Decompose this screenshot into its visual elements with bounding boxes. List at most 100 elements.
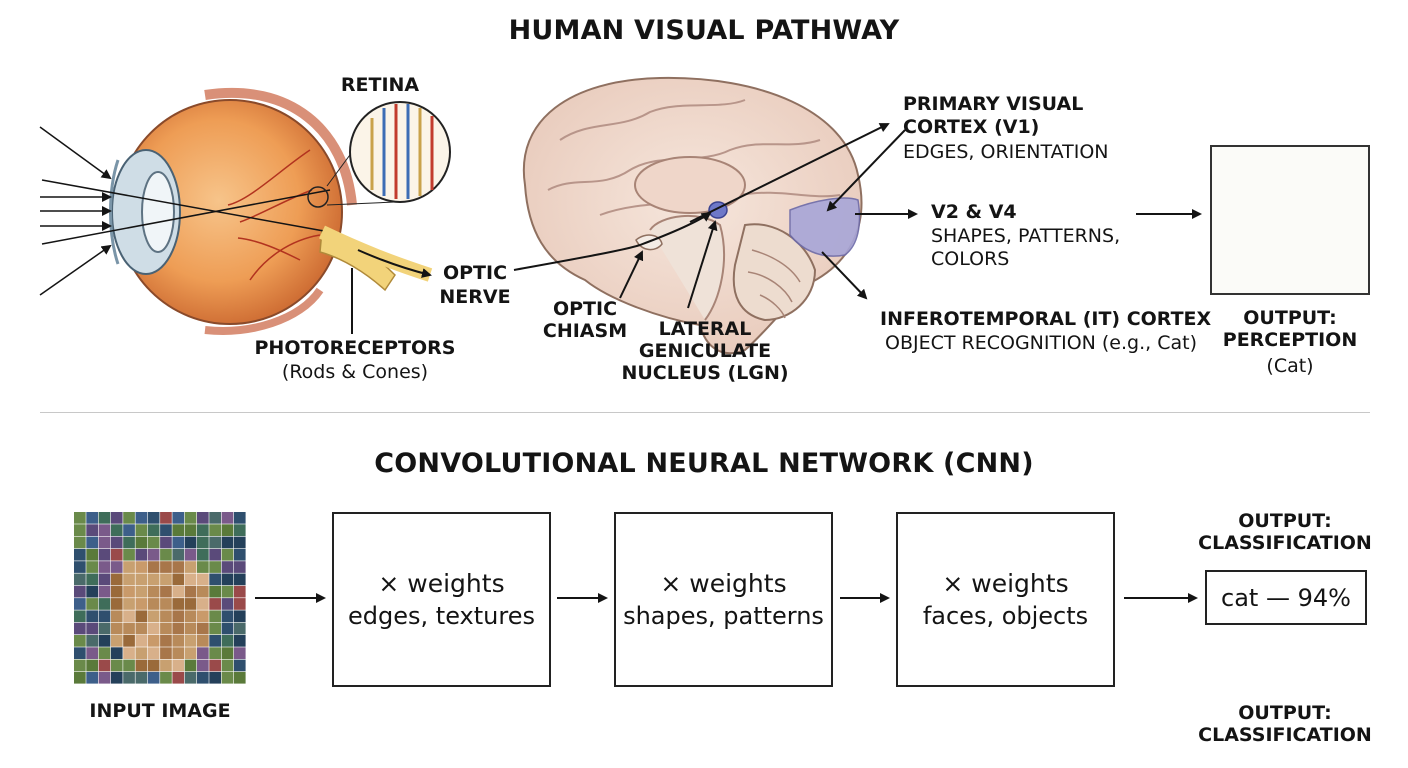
pixel xyxy=(184,647,197,659)
layer-3-features: faces, objects xyxy=(922,601,1089,630)
pixel xyxy=(197,659,209,672)
pixel xyxy=(221,671,234,684)
pixel xyxy=(233,659,246,672)
pixel xyxy=(147,671,160,684)
pixel xyxy=(135,573,148,586)
pixel xyxy=(74,585,86,598)
pathway-arrows xyxy=(351,123,1202,334)
pixel xyxy=(221,622,234,635)
pixel xyxy=(74,598,86,610)
pixel xyxy=(221,598,234,610)
pixel xyxy=(74,536,86,549)
pixel xyxy=(98,659,111,672)
pixel xyxy=(110,536,123,549)
pixel xyxy=(135,659,148,672)
layer-3-weights: × weights xyxy=(942,568,1069,598)
pixel xyxy=(233,610,246,623)
pixel xyxy=(135,598,148,610)
pixel xyxy=(172,659,185,672)
pixel xyxy=(209,610,221,623)
pixel xyxy=(184,610,197,623)
pixel xyxy=(74,524,86,536)
cnn-layer-3: × weights faces, objects xyxy=(896,512,1115,687)
layer-2-features: shapes, patterns xyxy=(623,601,824,630)
pathway-title: HUMAN VISUAL PATHWAY xyxy=(508,15,900,46)
pixel xyxy=(86,536,98,549)
pixel xyxy=(86,610,98,623)
pixel xyxy=(209,585,221,598)
pixel xyxy=(135,536,148,549)
pixel xyxy=(197,548,209,561)
pixel xyxy=(160,647,172,659)
pixel xyxy=(98,647,111,659)
pixel xyxy=(86,512,98,524)
pixel xyxy=(98,573,111,586)
pixel xyxy=(172,647,185,659)
input-image-label: INPUT IMAGE xyxy=(89,700,231,722)
pixel xyxy=(74,512,86,524)
pixel xyxy=(147,524,160,536)
pixel xyxy=(135,561,148,573)
v1-label: PRIMARY VISUAL CORTEX (V1) xyxy=(903,93,1084,138)
pixel xyxy=(209,647,221,659)
pixel xyxy=(160,561,172,573)
pixel xyxy=(98,610,111,623)
pixel xyxy=(197,573,209,586)
pixel xyxy=(147,659,160,672)
pixel xyxy=(221,524,234,536)
pixel xyxy=(172,573,185,586)
pixel xyxy=(74,671,86,684)
pixel xyxy=(86,585,98,598)
pixel xyxy=(110,512,123,524)
pixel xyxy=(123,573,135,586)
cnn-layer-1: × weights edges, textures xyxy=(332,512,551,687)
pixel xyxy=(123,622,135,635)
pixel xyxy=(98,512,111,524)
pixel xyxy=(184,671,197,684)
pixel xyxy=(184,536,197,549)
pixel xyxy=(86,548,98,561)
brain-illustration xyxy=(522,76,863,355)
pixel xyxy=(160,598,172,610)
pixel xyxy=(110,573,123,586)
pixel xyxy=(135,548,148,561)
v1-sublabel: EDGES, ORIENTATION xyxy=(903,141,1109,163)
pixel xyxy=(197,610,209,623)
pixel xyxy=(172,635,185,647)
pixel xyxy=(233,512,246,524)
pixel xyxy=(160,573,172,586)
perception-label: OUTPUT: PERCEPTION xyxy=(1222,307,1358,351)
pixel xyxy=(172,671,185,684)
pixel xyxy=(172,585,185,598)
pixel xyxy=(197,561,209,573)
classification-label-top: OUTPUT: CLASSIFICATION xyxy=(1198,510,1372,554)
pixel xyxy=(221,610,234,623)
pixel xyxy=(98,548,111,561)
pixel xyxy=(147,635,160,647)
pixel xyxy=(233,536,246,549)
pixel xyxy=(74,548,86,561)
optic-chiasm-label: OPTIC CHIASM xyxy=(542,298,628,342)
pixel xyxy=(123,659,135,672)
pixel xyxy=(135,647,148,659)
pixel xyxy=(160,524,172,536)
pixel xyxy=(221,647,234,659)
pixel xyxy=(184,524,197,536)
pixel xyxy=(221,585,234,598)
pixel xyxy=(160,635,172,647)
input-image-pixels xyxy=(74,512,246,684)
pixel xyxy=(172,561,185,573)
it-label: INFEROTEMPORAL (IT) CORTEX xyxy=(880,308,1212,330)
pixel xyxy=(197,598,209,610)
perception-frame xyxy=(1210,145,1370,295)
pixel xyxy=(123,671,135,684)
pixel xyxy=(209,635,221,647)
pixel xyxy=(123,536,135,549)
pixel xyxy=(135,671,148,684)
pixel xyxy=(74,659,86,672)
pixel xyxy=(172,598,185,610)
pixel xyxy=(147,610,160,623)
pixel xyxy=(135,635,148,647)
pixel xyxy=(160,610,172,623)
pixel xyxy=(184,548,197,561)
